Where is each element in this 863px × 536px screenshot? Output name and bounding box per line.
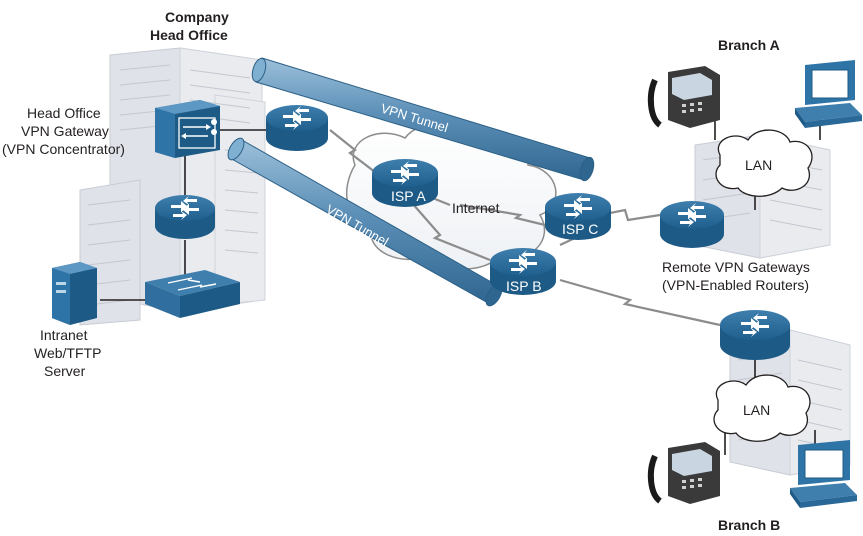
branch-b-lan-label: LAN — [743, 402, 770, 418]
isp-c-router: ISP C — [545, 193, 611, 240]
branch-a-computer — [795, 60, 862, 128]
gateway-label-line1: Head Office — [27, 105, 101, 121]
isp-b-router: ISP B — [490, 248, 556, 295]
gateway-label-line3: (VPN Concentrator) — [2, 141, 125, 157]
branch-b-lan-cloud: LAN — [713, 374, 811, 442]
branch-a-title: Branch A — [718, 37, 780, 53]
isp-a-router: ISP A — [372, 159, 438, 207]
internet-label: Internet — [452, 200, 500, 216]
head-office-switch — [145, 270, 240, 318]
branch-b-router — [720, 310, 790, 360]
branch-b-title: Branch B — [718, 517, 780, 533]
isp-c-label: ISP C — [562, 221, 598, 237]
isp-b-label: ISP B — [506, 278, 542, 294]
branch-a-lan-cloud: LAN — [715, 129, 813, 197]
branch-a-ip-phone — [647, 66, 720, 128]
vpn-concentrator — [155, 100, 220, 158]
server-label-line2: Web/TFTP — [34, 345, 101, 361]
gateway-label-line2: VPN Gateway — [21, 123, 109, 139]
branch-b-ip-phone — [647, 442, 720, 504]
server-label-line1: Intranet — [40, 327, 88, 343]
server-label-line3: Server — [44, 363, 86, 379]
web-tftp-server — [52, 262, 97, 325]
branch-b-computer — [790, 440, 857, 508]
head-office-title-line1: Company — [165, 9, 229, 25]
isp-a-label: ISP A — [391, 188, 426, 204]
branch-a-router — [660, 201, 724, 248]
head-office-links — [100, 129, 270, 301]
head-office-router — [155, 195, 215, 239]
branch-a-lan-label: LAN — [745, 157, 772, 173]
head-office-edge-router — [266, 105, 328, 151]
remote-gateways-line2: (VPN-Enabled Routers) — [662, 277, 809, 293]
head-office-title-line2: Head Office — [150, 27, 228, 43]
remote-gateways-line1: Remote VPN Gateways — [662, 259, 810, 275]
